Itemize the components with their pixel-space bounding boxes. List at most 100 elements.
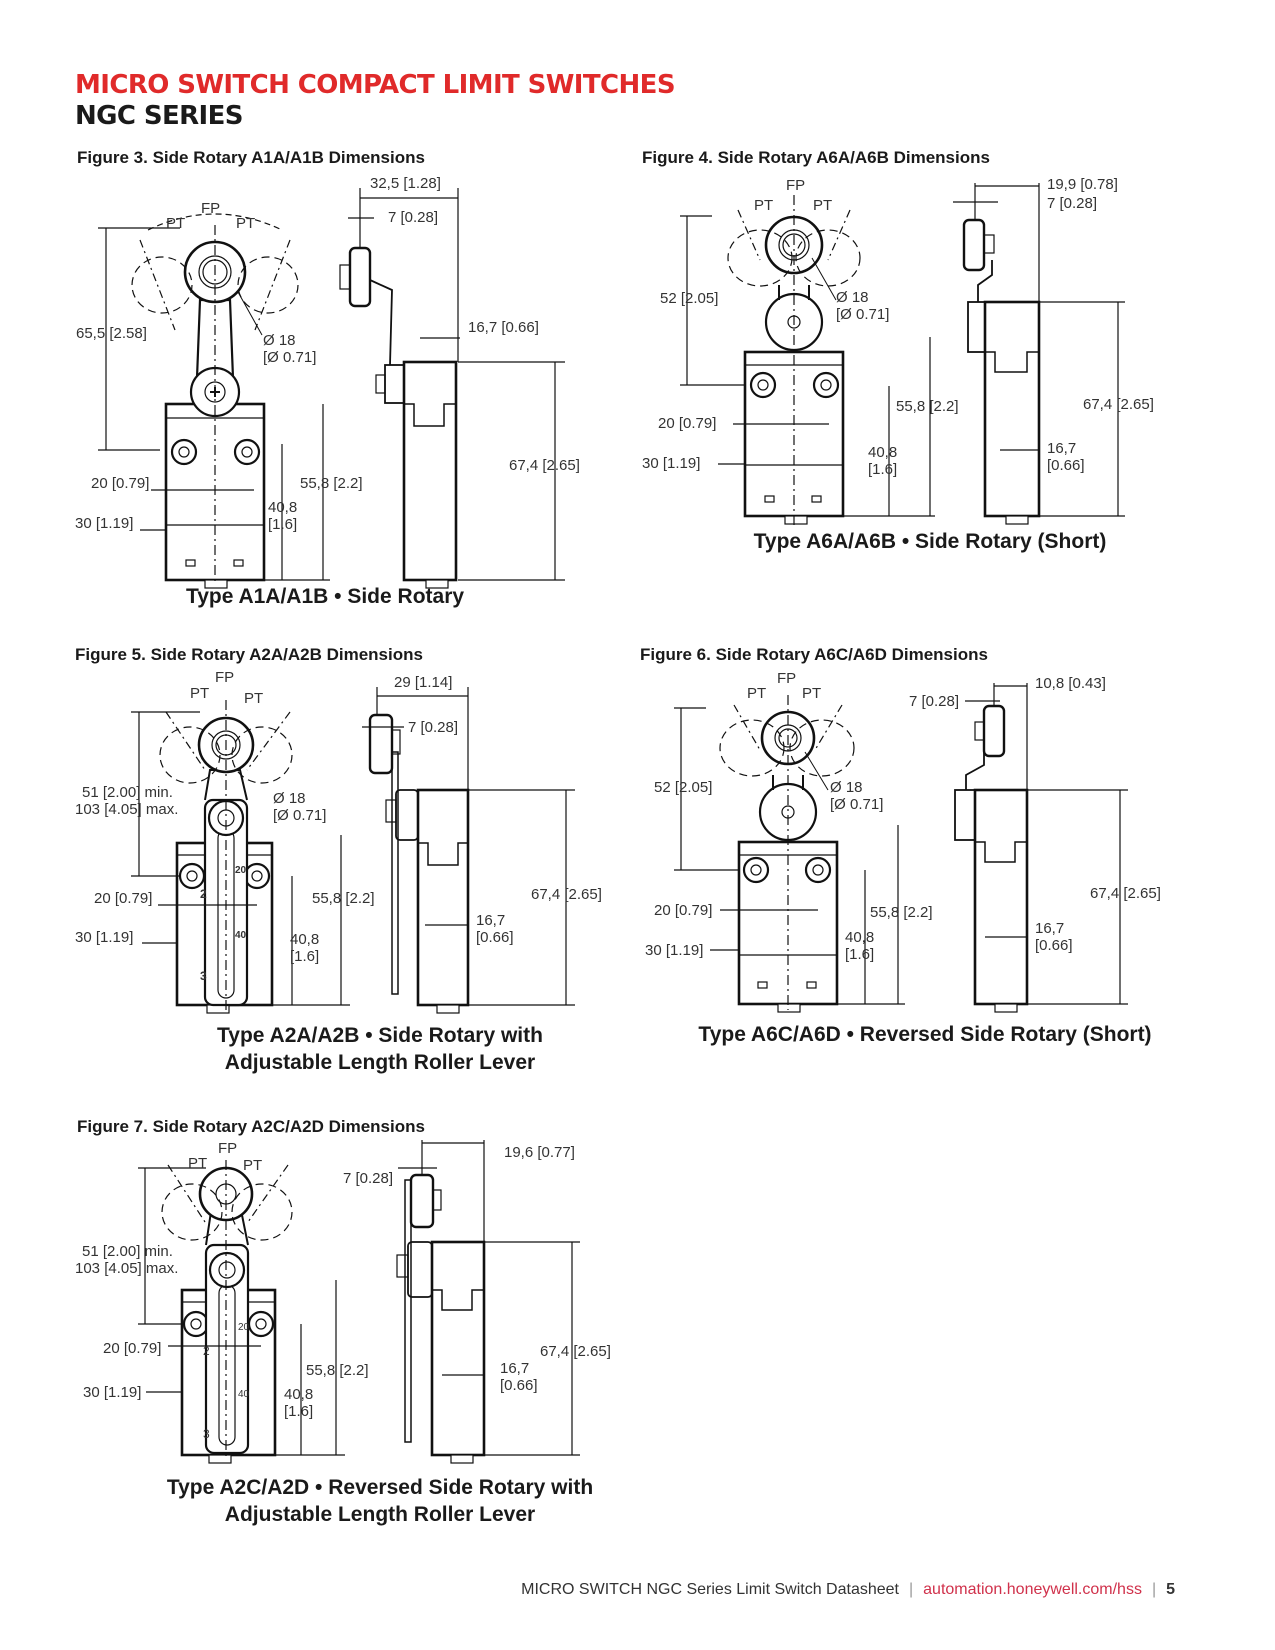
hole-height-dim: 40,8: [284, 1386, 313, 1403]
height-min-dim: 51 [2.00] min.: [82, 784, 173, 801]
hole-height-dim: 40,8: [268, 499, 297, 516]
figure-5-title: Figure 5. Side Rotary A2A/A2B Dimensions: [75, 645, 423, 664]
hole-spacing-dim: 20 [0.79]: [94, 890, 152, 907]
scale-mark: 3: [200, 969, 207, 983]
hole-height-dim: 40,8: [845, 929, 874, 946]
pt-label: PT: [190, 685, 209, 702]
side-depth-in-dim: [0.66]: [1047, 457, 1085, 474]
side-depth-in-dim: [0.66]: [476, 929, 514, 946]
pt-label: PT: [236, 215, 255, 232]
scale-mark: 3: [203, 1427, 210, 1441]
figure-7-caption: Type A2C/A2D • Reversed Side Rotary with…: [166, 1476, 594, 1526]
figure-4-caption: Type A6A/A6B • Side Rotary (Short): [753, 530, 1107, 553]
figure-4-title: Figure 4. Side Rotary A6A/A6B Dimensions: [642, 148, 990, 167]
height-max-dim: 103 [4.05] max.: [75, 1260, 178, 1277]
pt-label: PT: [747, 685, 766, 702]
side-depth-dim: 16,7: [1047, 440, 1076, 457]
pt-label: PT: [188, 1155, 207, 1172]
roller-dia-in-dim: [Ø 0.71]: [273, 807, 326, 824]
fp-label: FP: [201, 200, 220, 217]
hole-spacing-dim: 20 [0.79]: [654, 902, 712, 919]
figure-7-title: Figure 7. Side Rotary A2C/A2D Dimensions: [77, 1117, 425, 1136]
figure-4-drawing: FP PT PT 52 [2.05] Ø 18 [Ø 0.71] 20 [0.7…: [642, 176, 1154, 525]
side-width-dim: 32,5 [1.28]: [370, 175, 441, 192]
roller-dia-dim: Ø 18: [273, 790, 306, 807]
side-depth-dim: 16,7: [1035, 920, 1064, 937]
pt-label: PT: [813, 197, 832, 214]
side-height-dim: 67,4 [2.65]: [509, 457, 580, 474]
total-height-dim: 55,8 [2.2]: [870, 904, 933, 921]
figure-3-title: Figure 3. Side Rotary A1A/A1B Dimensions: [77, 148, 425, 167]
height-max-dim: 103 [4.05] max.: [75, 801, 178, 818]
page-title: MICRO SWITCH COMPACT LIMIT SWITCHES: [75, 70, 676, 100]
roller-dia-dim: Ø 18: [836, 289, 869, 306]
hole-height-dim: 40,8: [290, 931, 319, 948]
figure-6-caption: Type A6C/A6D • Reversed Side Rotary (Sho…: [698, 1023, 1152, 1046]
side-depth-dim: 16,7: [476, 912, 505, 929]
figure-7-drawing: FP PT PT 51 [2.00] min. 103 [4.05] max. …: [75, 1140, 611, 1464]
body-width-dim: 30 [1.19]: [75, 515, 133, 532]
scale-mark: 2: [200, 887, 207, 901]
figure-6-title: Figure 6. Side Rotary A6C/A6D Dimensions: [640, 645, 988, 664]
pt-label: PT: [802, 685, 821, 702]
side-depth-dim: 16,7: [500, 1360, 529, 1377]
height-min-dim: 51 [2.00] min.: [82, 1243, 173, 1260]
height-dim: 52 [2.05]: [654, 779, 712, 796]
total-height-dim: 55,8 [2.2]: [300, 475, 363, 492]
roller-dia-dim: Ø 18: [263, 332, 296, 349]
scale-mark: 20: [238, 1322, 250, 1333]
scale-mark: 40: [235, 930, 247, 941]
hole-spacing-dim: 20 [0.79]: [103, 1340, 161, 1357]
footer-separator: |: [1151, 1581, 1157, 1598]
roller-offset-dim: 7 [0.28]: [909, 693, 959, 710]
side-depth-dim: 16,7 [0.66]: [468, 319, 539, 336]
page-subtitle: NGC SERIES: [75, 101, 244, 131]
side-width-dim: 19,9 [0.78]: [1047, 176, 1118, 193]
figure-5-drawing: FP PT PT 51 [2.00] min. 103 [4.05] max. …: [75, 669, 602, 1014]
hole-height-dim: 40,8: [868, 444, 897, 461]
roller-offset-dim: 7 [0.28]: [388, 209, 438, 226]
footer-separator: |: [909, 1581, 914, 1598]
side-depth-in-dim: [0.66]: [1035, 937, 1073, 954]
figure-5-caption: Type A2A/A2B • Side Rotary with Adjustab…: [217, 1024, 543, 1074]
height-dim: 52 [2.05]: [660, 290, 718, 307]
side-height-dim: 67,4 [2.65]: [1090, 885, 1161, 902]
figure-6-drawing: FP PT PT 52 [2.05] Ø 18 [Ø 0.71] 20 [0.7…: [645, 670, 1161, 1013]
figure-3-drawing: FP PT PT 65,5 [2.58] Ø 18 [Ø 0.71] 20 [0…: [75, 175, 580, 589]
roller-offset-dim: 7 [0.28]: [1047, 195, 1097, 212]
scale-mark: 2: [203, 1344, 210, 1358]
hole-height-in-dim: [1.6]: [290, 948, 319, 965]
figure-3-caption: Type A1A/A1B • Side Rotary: [185, 585, 465, 608]
body-width-dim: 30 [1.19]: [75, 929, 133, 946]
fp-label: FP: [786, 177, 805, 194]
roller-offset-dim: 7 [0.28]: [408, 719, 458, 736]
pt-label: PT: [243, 1157, 262, 1174]
height-dim: 65,5 [2.58]: [76, 325, 147, 342]
body-width-dim: 30 [1.19]: [642, 455, 700, 472]
footer-doc-title: MICRO SWITCH NGC Series Limit Switch Dat…: [521, 1581, 899, 1598]
side-width-dim: 10,8 [0.43]: [1035, 675, 1106, 692]
hole-spacing-dim: 20 [0.79]: [91, 475, 149, 492]
page-footer: MICRO SWITCH NGC Series Limit Switch Dat…: [521, 1581, 1175, 1599]
page-number: 5: [1166, 1581, 1175, 1598]
side-width-dim: 19,6 [0.77]: [504, 1144, 575, 1161]
scale-mark: 20: [235, 865, 247, 876]
pt-label: PT: [244, 690, 263, 707]
side-height-dim: 67,4 [2.65]: [1083, 396, 1154, 413]
fp-label: FP: [215, 669, 234, 686]
hole-height-in-dim: [1.6]: [284, 1403, 313, 1420]
fp-label: FP: [777, 670, 796, 687]
roller-dia-in-dim: [Ø 0.71]: [836, 306, 889, 323]
hole-height-in-dim: [1.6]: [868, 461, 897, 478]
roller-dia-in-dim: [Ø 0.71]: [830, 796, 883, 813]
roller-dia-dim: Ø 18: [830, 779, 863, 796]
pt-label: PT: [754, 197, 773, 214]
hole-height-in-dim: [1.6]: [845, 946, 874, 963]
hole-spacing-dim: 20 [0.79]: [658, 415, 716, 432]
hole-height-in-dim: [1.6]: [268, 516, 297, 533]
footer-url-link[interactable]: automation.honeywell.com/hss: [923, 1581, 1142, 1598]
body-width-dim: 30 [1.19]: [83, 1384, 141, 1401]
total-height-dim: 55,8 [2.2]: [306, 1362, 369, 1379]
body-width-dim: 30 [1.19]: [645, 942, 703, 959]
side-width-dim: 29 [1.14]: [394, 674, 452, 691]
